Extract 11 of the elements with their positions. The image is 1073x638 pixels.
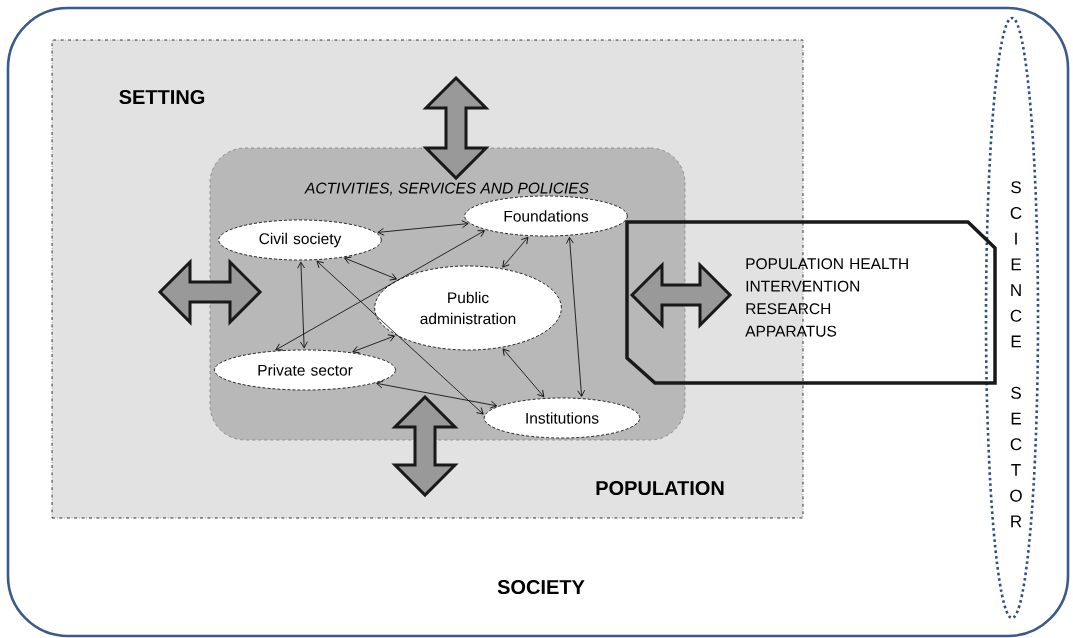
arrow [502, 236, 529, 268]
arrow [352, 334, 395, 354]
arrow [344, 256, 397, 281]
arrow [297, 261, 308, 349]
arrow [377, 220, 469, 236]
arrow [275, 230, 485, 351]
arrow [376, 380, 498, 409]
apparatus-box: POPULATION HEALTH INTERVENTION RESEARCH APPARATUS [625, 220, 997, 385]
arrow [566, 236, 586, 397]
arrow [502, 348, 545, 398]
arrow [316, 260, 484, 415]
